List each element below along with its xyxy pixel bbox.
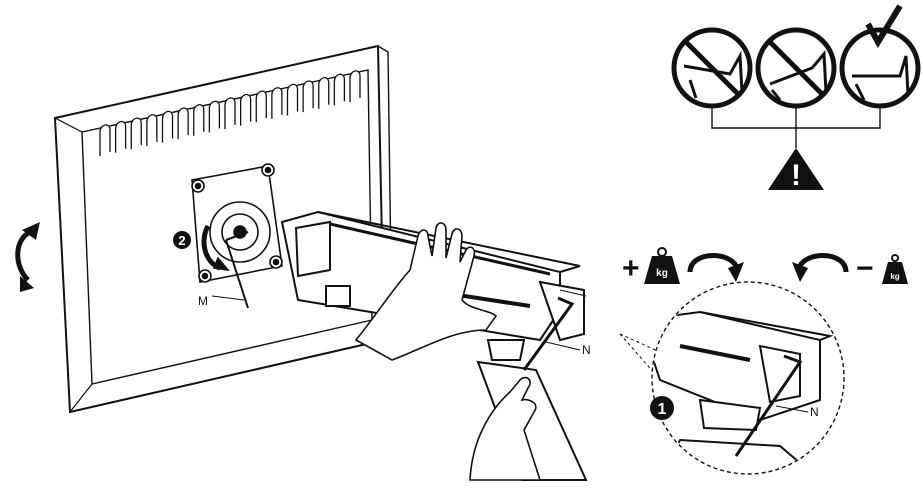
detail-wrench-n-label: N (810, 405, 819, 419)
vent-slot (318, 77, 330, 109)
detail-allen-wrench-n (734, 354, 803, 457)
vent-slot (271, 87, 283, 119)
allen-wrench-m (211, 231, 249, 309)
vent-slot (255, 90, 267, 123)
vent-slot (208, 100, 221, 133)
step-1-number: 1 (658, 401, 667, 418)
warning-panel: ! (671, 4, 921, 192)
vesa-mount-plate (191, 163, 283, 283)
rotate-counterclockwise-icon (792, 253, 849, 282)
weight-kg-icon-decrease: kg (882, 254, 908, 284)
warning-exclamation: ! (791, 159, 801, 192)
hand-upper (354, 222, 498, 361)
vent-slot (286, 83, 299, 116)
hand-lower (469, 376, 542, 481)
vent-slot (177, 107, 189, 140)
vent-slot (333, 73, 346, 106)
vent-slot (114, 120, 127, 153)
vent-slot (99, 124, 111, 156)
wrench-n-leader (545, 341, 581, 351)
vent-slot (302, 80, 314, 113)
arm-angled-down-prohibited-icon (755, 27, 837, 109)
rotate-arrow-icon (15, 222, 40, 292)
arm-angled-up-prohibited-icon (671, 27, 753, 109)
vent-slot (193, 104, 205, 136)
detail-wrench-n-leader (775, 405, 809, 413)
weight-kg-icon-increase: kg (644, 247, 680, 284)
step-1-marker: 1 (650, 396, 674, 420)
increase-weight-indicator: + kg (622, 247, 680, 285)
rotate-clockwise-icon (687, 253, 744, 282)
arm-level-checkmark-icon (839, 4, 921, 109)
vent-slot (130, 117, 142, 150)
step-2-marker: 2 (173, 231, 191, 249)
vent-slot (224, 97, 236, 129)
kg-label-decrease: kg (890, 272, 899, 281)
step-2-number: 2 (178, 233, 185, 248)
wrench-n-label: N (582, 343, 591, 357)
warning-triangle-icon: ! (768, 148, 824, 192)
vent-slot (146, 114, 158, 146)
vent-slot (239, 93, 252, 126)
minus-symbol: − (856, 252, 874, 285)
wrench-m-label: M (198, 294, 208, 308)
vent-slot (349, 70, 361, 102)
vent-slot (161, 110, 174, 143)
plus-symbol: + (622, 252, 640, 285)
monitor-vent-slots (99, 70, 361, 156)
decrease-weight-indicator: − kg (856, 252, 908, 285)
kg-label-increase: kg (656, 268, 668, 279)
warning-connector-lines (711, 106, 881, 148)
allen-wrench-n (522, 296, 575, 371)
